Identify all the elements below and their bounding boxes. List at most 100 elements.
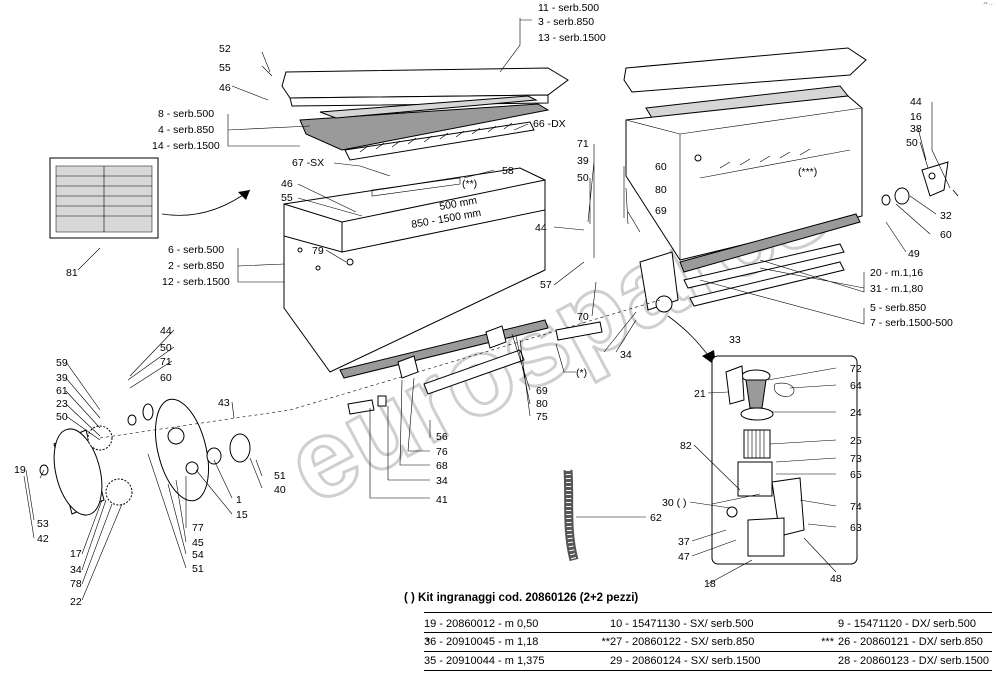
drive-assembly xyxy=(39,299,661,516)
hopper-lid-left xyxy=(281,67,569,151)
label-50d: 50 xyxy=(56,411,68,423)
label-2: 2 - serb.850 xyxy=(168,260,224,272)
instruction-label-card xyxy=(49,157,251,239)
label-67: 67 -SX xyxy=(292,157,324,169)
label-77: 77 xyxy=(192,522,204,534)
label-44a: 44 xyxy=(535,222,547,234)
label-20: 20 - m.1,16 xyxy=(870,267,923,279)
kit-row: 28 - 20860123 - DX/ serb.1500 xyxy=(838,655,990,667)
label-76: 76 xyxy=(436,446,448,458)
label-42: 42 xyxy=(37,533,49,545)
kit-row: 35 - 20910044 - m 1,375 xyxy=(424,655,545,667)
label-51b: 51 xyxy=(192,563,204,575)
kit-row: 19 - 20860012 - m 0,50 xyxy=(424,618,539,630)
label-59: 59 xyxy=(56,357,68,369)
label-47: 47 xyxy=(678,551,690,563)
hose xyxy=(563,469,579,562)
label-16: 16 xyxy=(910,111,922,123)
label-80a: 80 xyxy=(655,184,667,196)
label-star3: (***) xyxy=(798,166,817,178)
label-44b: 44 xyxy=(910,96,922,108)
label-60c: 60 xyxy=(160,372,172,384)
hopper-right xyxy=(623,47,867,307)
label-46a: 46 xyxy=(219,82,231,94)
label-49: 49 xyxy=(908,248,920,260)
label-64: 64 xyxy=(850,380,862,392)
label-56: 56 xyxy=(436,431,448,443)
label-70: 70 xyxy=(577,311,589,323)
label-37: 37 xyxy=(678,536,690,548)
kit-row: 36 - 20910045 - m 1,18 xyxy=(424,636,539,648)
label-63: 63 xyxy=(850,522,862,534)
label-71b: 71 xyxy=(160,356,172,368)
label-3: 3 - serb.850 xyxy=(538,16,594,28)
label-69a: 69 xyxy=(655,205,667,217)
kit-row: 29 - 20860124 - SX/ serb.1500 xyxy=(610,655,761,667)
part-labels: 11 - serb.500 3 - serb.850 13 - serb.150… xyxy=(14,2,953,608)
label-71a: 71 xyxy=(577,138,589,150)
label-21: 21 xyxy=(694,388,706,400)
gear-detail-box xyxy=(711,355,858,565)
label-34a: 34 xyxy=(620,349,632,361)
label-41: 41 xyxy=(436,494,448,506)
label-50b: 50 xyxy=(906,137,918,149)
label-17: 17 xyxy=(70,548,82,560)
label-46b: 46 xyxy=(281,178,293,190)
table-top-rule xyxy=(424,612,992,613)
label-54: 54 xyxy=(192,549,204,561)
label-48: 48 xyxy=(830,573,842,585)
label-50a: 50 xyxy=(577,172,589,184)
label-11: 11 - serb.500 xyxy=(538,2,599,14)
label-23: 23 xyxy=(56,398,68,410)
table-rule xyxy=(424,632,992,633)
label-18: 18 xyxy=(704,578,716,590)
kit-row: 27 - 20860122 - SX/ serb.850 xyxy=(610,636,755,648)
label-40: 40 xyxy=(274,484,286,496)
kit-row: 10 - 15471130 - SX/ serb.500 xyxy=(610,618,754,630)
label-39a: 39 xyxy=(577,155,589,167)
label-6: 6 - serb.500 xyxy=(168,244,224,256)
label-68: 68 xyxy=(436,460,448,472)
kit-marker: * xyxy=(425,636,430,648)
table-rule xyxy=(424,670,992,671)
kit-marker: ** xyxy=(601,636,610,648)
label-62: 62 xyxy=(650,512,662,524)
label-1: 1 xyxy=(236,494,242,506)
label-7: 7 - serb.1500-500 xyxy=(870,317,953,329)
label-43: 43 xyxy=(218,397,230,409)
label-34c: 34 xyxy=(436,475,448,487)
label-5: 5 - serb.850 xyxy=(870,302,926,314)
label-57: 57 xyxy=(540,279,552,291)
label-13: 13 - serb.1500 xyxy=(538,32,606,44)
label-38: 38 xyxy=(910,123,922,135)
label-52: 52 xyxy=(219,43,231,55)
label-12: 12 - serb.1500 xyxy=(162,276,230,288)
label-star1: (*) xyxy=(576,367,587,379)
kit-row: 26 - 20860121 - DX/ serb.850 xyxy=(838,636,983,648)
label-45: 45 xyxy=(192,537,204,549)
label-55a: 55 xyxy=(219,62,231,74)
label-32: 32 xyxy=(940,210,952,222)
leader-lines xyxy=(23,18,951,601)
label-15: 15 xyxy=(236,509,248,521)
label-61: 61 xyxy=(56,385,68,397)
label-24: 24 xyxy=(850,407,862,419)
label-73: 73 xyxy=(850,453,862,465)
label-33: 33 xyxy=(729,334,741,346)
label-8: 8 - serb.500 xyxy=(158,108,214,120)
label-19: 19 xyxy=(14,464,26,476)
label-51a: 51 xyxy=(274,470,286,482)
label-58: 58 xyxy=(502,165,514,177)
label-star2: (**) xyxy=(462,178,477,190)
label-75: 75 xyxy=(536,411,548,423)
label-80b: 80 xyxy=(536,398,548,410)
table-rule xyxy=(424,651,992,652)
label-44c: 44 xyxy=(160,325,172,337)
label-34b: 34 xyxy=(70,564,82,576)
label-55b: 55 xyxy=(281,192,293,204)
label-66: 66 -DX xyxy=(533,118,566,130)
label-30: 30 ( ) xyxy=(662,497,687,509)
label-79: 79 xyxy=(312,245,324,257)
kit-row: 9 - 15471120 - DX/ serb.500 xyxy=(838,618,976,630)
